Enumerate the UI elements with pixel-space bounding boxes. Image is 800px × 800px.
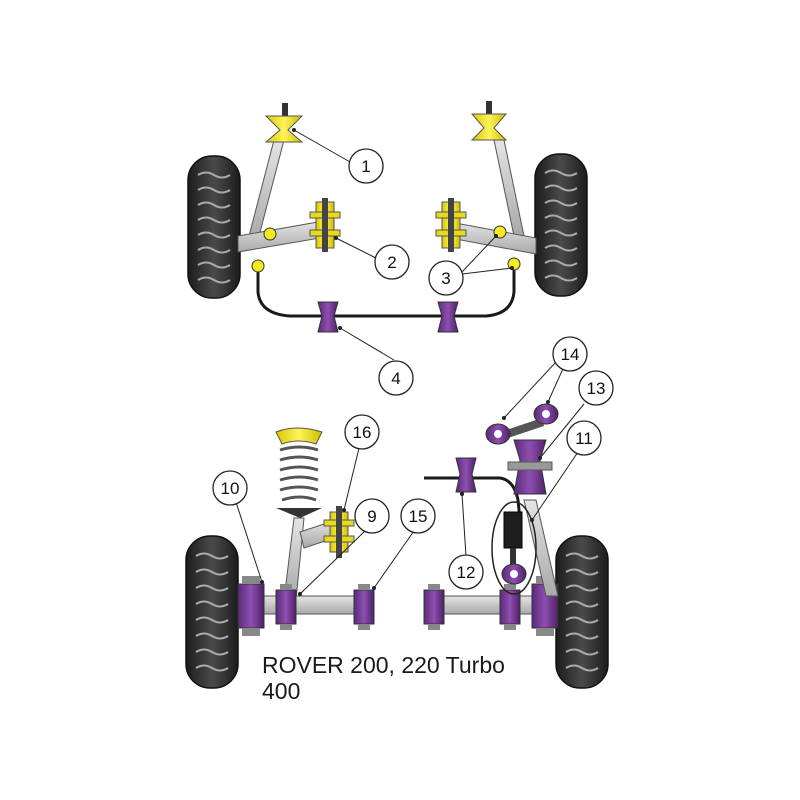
shock-absorber-highlight <box>491 501 537 595</box>
callout-12-label: 12 <box>457 563 476 582</box>
lower-arm-front-right <box>449 221 537 255</box>
top-mount-bush-right <box>470 101 508 141</box>
trailing-arm-bush-left <box>323 506 355 558</box>
callout-16-label: 16 <box>353 423 372 442</box>
anti-roll-bar-bush-right <box>437 301 459 333</box>
drop-link-rear <box>485 403 559 495</box>
tyre-front-right <box>534 153 588 297</box>
leader-arrowheads <box>260 128 550 596</box>
callout-1: 1 <box>348 148 384 184</box>
callout-3: 3 <box>428 260 464 296</box>
callout-1-label: 1 <box>361 157 370 176</box>
lower-arm-front-left <box>237 221 321 253</box>
anti-roll-bar-bush-left <box>317 301 339 333</box>
callout-16: 16 <box>344 414 380 450</box>
callout-11: 11 <box>566 420 602 456</box>
coil-spring-rear-left <box>275 427 323 518</box>
anti-roll-bar-rear <box>424 476 522 521</box>
tyre-rear-right <box>555 535 609 689</box>
beam-bush-rear-right-2 <box>499 584 521 630</box>
top-mount-bush-left <box>264 103 304 143</box>
lower-arm-rear-bush-left <box>309 198 341 252</box>
callout-11-label: 11 <box>575 429 593 448</box>
callout-3-label: 3 <box>441 269 450 288</box>
lower-arm-rear-bush-right <box>435 198 467 252</box>
beam-bush-rear-left-1 <box>275 584 297 630</box>
callout-2: 2 <box>374 244 410 280</box>
tyre-rear-left <box>185 535 239 689</box>
hub-bush-rear-left <box>237 576 265 636</box>
anti-roll-bar-front <box>256 264 516 318</box>
anti-roll-bar-bush-rear <box>455 457 477 493</box>
callout-15-label: 15 <box>409 507 428 526</box>
link-joint-left-lower <box>251 259 265 273</box>
strut-front-right <box>493 139 525 237</box>
beam-bush-rear-left-2 <box>353 584 375 630</box>
callout-10-label: 10 <box>221 479 240 498</box>
callout-4: 4 <box>378 360 414 396</box>
callout-4-label: 4 <box>391 369 400 388</box>
shock-absorber-rear <box>501 511 527 585</box>
caption-model-line1: ROVER 200, 220 Turbo <box>262 652 505 678</box>
callout-14: 14 <box>552 336 588 372</box>
callout-12: 12 <box>448 554 484 590</box>
beam-bush-rear-right-1 <box>423 584 445 630</box>
front-assembly <box>187 101 588 333</box>
callout-13: 13 <box>578 370 614 406</box>
strut-front-left <box>247 139 285 241</box>
callout-9: 9 <box>354 498 390 534</box>
leader-lines <box>233 129 585 595</box>
callout-10: 10 <box>212 470 248 506</box>
link-joint-left-upper <box>263 227 277 241</box>
callout-2-label: 2 <box>387 253 396 272</box>
caption-model-line2: 400 <box>262 678 301 704</box>
callout-15: 15 <box>400 498 436 534</box>
tyre-front-left <box>187 155 241 299</box>
callout-14-label: 14 <box>561 345 580 364</box>
rear-assembly <box>185 403 609 689</box>
callout-13-label: 13 <box>587 379 606 398</box>
callout-9-label: 9 <box>367 507 376 526</box>
